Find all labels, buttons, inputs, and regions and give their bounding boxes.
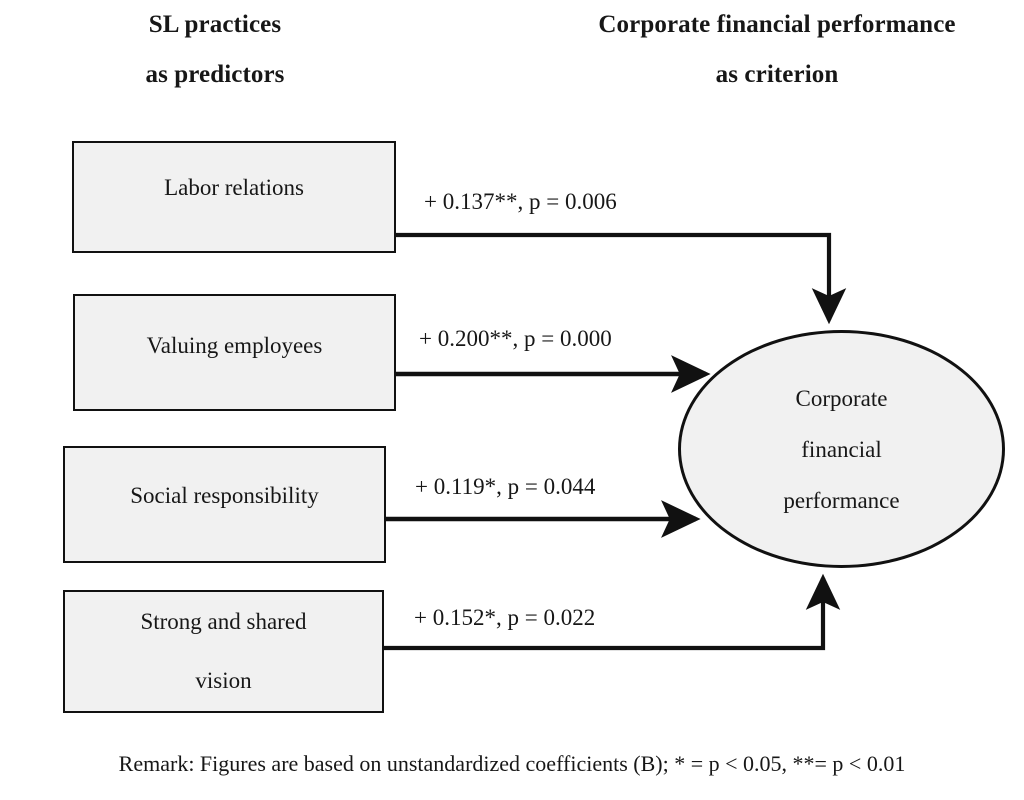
predictor-box-valuing-employees[interactable]: Valuing employees: [73, 294, 396, 411]
box-text-stack: Valuing employees: [147, 334, 323, 358]
left-column-heading-line1: SL practices: [148, 11, 282, 38]
predictor-label-line1: Social responsibility: [130, 483, 319, 509]
criterion-label-line1: Corporate: [795, 385, 888, 411]
box-text-stack: Social responsibility: [130, 484, 318, 508]
right-column-heading-line1: Corporate financial performance: [598, 11, 956, 38]
box-text-stack: Strong and shared vision: [140, 610, 306, 692]
predictor-box-strong-shared-vision[interactable]: Strong and shared vision: [63, 590, 384, 713]
left-column-heading-line2: as predictors: [145, 61, 285, 88]
criterion-label-line3: performance: [783, 487, 900, 513]
arrow-labor-relations-to-criterion: [396, 232, 847, 325]
right-column-heading-line2: as criterion: [715, 61, 839, 88]
path-label-labor-relations: + 0.137**, p = 0.006: [424, 189, 617, 214]
predictor-label-line1: Strong and shared: [140, 609, 307, 635]
predictor-label-line1: Valuing employees: [146, 333, 323, 359]
path-label-strong-shared-vision: + 0.152*, p = 0.022: [414, 605, 596, 630]
predictor-label-line2: vision: [195, 667, 252, 693]
remark-footnote: Remark: Figures are based on unstandardi…: [118, 751, 906, 776]
path-label-valuing-employees: + 0.200**, p = 0.000: [419, 326, 612, 351]
predictor-box-labor-relations[interactable]: Labor relations: [72, 141, 396, 253]
path-label-social-responsibility: + 0.119*, p = 0.044: [415, 474, 596, 499]
predictor-box-social-responsibility[interactable]: Social responsibility: [63, 446, 386, 563]
box-text-stack: Labor relations: [164, 174, 304, 200]
predictor-label-line1: Labor relations: [164, 174, 304, 200]
criterion-label-line2: financial: [801, 436, 882, 462]
criterion-ellipse-corporate-financial-performance[interactable]: Corporate financial performance: [678, 330, 1005, 568]
